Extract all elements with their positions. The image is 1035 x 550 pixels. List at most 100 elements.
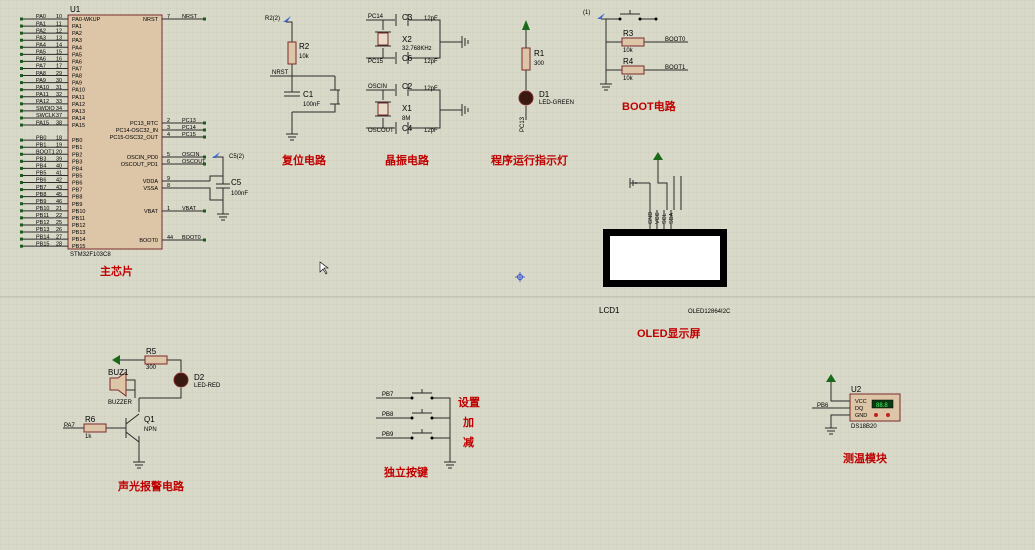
pin-terminal xyxy=(20,17,23,21)
q1-ref: Q1 xyxy=(144,415,155,424)
voltage-probe-icon[interactable] xyxy=(212,152,220,158)
mcu-pin-net: NRST xyxy=(182,14,198,20)
mcu-pin-name: PB8 xyxy=(72,195,82,201)
d2-value: LED-RED xyxy=(194,383,221,389)
mcu-body[interactable] xyxy=(67,14,163,250)
mcu-pin-name: PA10 xyxy=(72,88,85,94)
key-switch[interactable] xyxy=(376,409,437,419)
mcu-pin-net: OSCOUT xyxy=(182,159,206,165)
oled-pin-label: VCC xyxy=(655,212,661,224)
net-pc14: PC14 xyxy=(368,14,384,20)
mcu-pin-net: PA2 xyxy=(36,28,46,34)
crystal-caps[interactable] xyxy=(395,14,409,134)
mcu-pin-net: SWCLK xyxy=(36,113,56,119)
c1-value: 100nF xyxy=(303,102,320,108)
r5-resistor[interactable] xyxy=(144,355,168,365)
led-block[interactable]: R1 300 D1 LED-GREEN PC13 程序运行指示灯 xyxy=(491,20,574,167)
mcu-pin-number: 34 xyxy=(56,106,62,112)
ds18b20-button[interactable] xyxy=(874,413,878,417)
pin-terminal xyxy=(20,123,23,127)
mcu-pin-net: VBAT xyxy=(182,206,197,212)
mcu-pin-net: PA4 xyxy=(36,42,46,48)
r2-resistor[interactable] xyxy=(287,41,297,65)
voltage-probe-icon[interactable] xyxy=(597,13,605,19)
d1-ref: D1 xyxy=(539,90,550,99)
key-switch[interactable] xyxy=(376,429,437,439)
mcu-pin-number: 17 xyxy=(56,64,62,70)
mcu-pin-number: 15 xyxy=(56,50,62,56)
boot1-net: BOOT1 xyxy=(665,65,686,71)
pin-terminal xyxy=(20,152,23,156)
keys-common-wire xyxy=(437,397,451,462)
d2-led[interactable] xyxy=(173,372,189,388)
mcu-pin-number: 45 xyxy=(56,192,62,198)
mcu-pin-net: PA5 xyxy=(36,50,46,56)
reset-button[interactable] xyxy=(330,89,340,105)
ds18b20-pin-label: VCC xyxy=(855,399,867,405)
mcu-pin-net: PA15 xyxy=(36,120,49,126)
mcu-pin-net: PC14 xyxy=(182,125,196,131)
r1-resistor[interactable] xyxy=(521,47,531,71)
key-label: 减 xyxy=(463,435,474,449)
mcu-pin-number: 19 xyxy=(56,142,62,148)
mcu-pin-number: 1 xyxy=(167,206,170,212)
x1-ref: X1 xyxy=(402,104,412,113)
pin-terminal xyxy=(20,202,23,206)
switch-contact xyxy=(430,416,434,420)
buzzer-block[interactable]: R5 300 D2 LED-RED BUZ1 BUZZER R6 1k Q1 N… xyxy=(63,347,221,493)
q1-transistor[interactable] xyxy=(125,413,140,443)
reset-block[interactable]: R2(2) R2 10k NRST C1 100nF 复位电路 xyxy=(265,16,340,167)
pin-terminal xyxy=(20,81,23,85)
c1-capacitor[interactable] xyxy=(284,91,300,97)
mcu-pin-net: PC15 xyxy=(182,132,196,138)
boot-switch[interactable] xyxy=(620,10,640,15)
mcu-pin-net: BOOT0 xyxy=(182,235,201,241)
r4-resistor[interactable] xyxy=(621,65,645,75)
mcu-pin-number: 11 xyxy=(56,21,62,27)
oled-screen[interactable] xyxy=(610,236,720,280)
mcu-pin-name: PA1 xyxy=(72,24,82,30)
mcu-pin-name: PA5 xyxy=(72,52,82,58)
mcu-pin-number: 18 xyxy=(56,135,62,141)
x1-crystal[interactable] xyxy=(377,102,389,116)
ds18b20-button[interactable] xyxy=(886,413,890,417)
title-oled: OLED显示屏 xyxy=(637,327,701,340)
pin-terminal xyxy=(203,155,206,159)
pin-terminal xyxy=(20,59,23,63)
boot-block[interactable]: (1) R3 10k R4 10k BOOT0 BOOT1 BOOT电路 xyxy=(583,10,688,113)
mcu-pin-name: PA8 xyxy=(72,74,82,80)
reset-net: NRST xyxy=(272,70,289,76)
voltage-probe-icon[interactable] xyxy=(283,16,291,22)
pin-terminal xyxy=(20,237,23,241)
key-switch[interactable] xyxy=(376,389,437,399)
d1-led[interactable] xyxy=(518,90,534,106)
crystal-block[interactable]: PC14 PC15 OSCIN OSCOUT C3 12pF C6 12pF X… xyxy=(366,13,469,167)
mcu-pin-number: 29 xyxy=(56,71,62,77)
mcu-pin-net: PB13 xyxy=(36,227,49,233)
boot0-net: BOOT0 xyxy=(665,37,686,43)
mcu-pin-net: PA0 xyxy=(36,14,46,20)
c5-probe: C5(2) xyxy=(229,154,244,160)
buzzer-icon[interactable] xyxy=(109,371,127,397)
mcu-pin-number: 21 xyxy=(56,206,62,212)
pin-terminal xyxy=(20,116,23,120)
x2-crystal[interactable] xyxy=(377,32,389,46)
r6-resistor[interactable] xyxy=(83,423,107,433)
ground-icon xyxy=(600,83,612,91)
mcu-pin-name: PB4 xyxy=(72,166,82,172)
r3-resistor[interactable] xyxy=(621,37,645,47)
mcu-pin-net: PB10 xyxy=(36,206,49,212)
mcu-pin-name: PA0-WKUP xyxy=(72,17,101,23)
mcu-pin-number: 8 xyxy=(167,183,170,189)
title-keys: 独立按键 xyxy=(383,465,429,479)
mcu-pin-name: NRST xyxy=(143,17,159,23)
c6-value: 12pF xyxy=(424,59,438,65)
c5-capacitor[interactable] xyxy=(216,162,230,221)
mcu-pin-name: PB7 xyxy=(72,188,82,194)
